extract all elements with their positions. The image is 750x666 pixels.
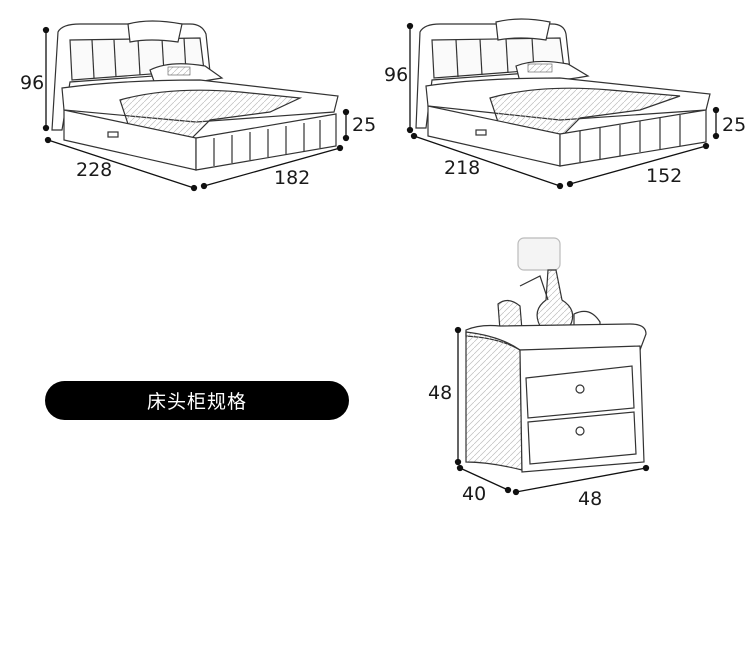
bed-large-dimension-lines: [42, 26, 350, 192]
nightstand-dimension-lines: [454, 326, 650, 496]
nightstand-spec-label: 床头柜规格: [45, 381, 349, 420]
bed-small-base-height-label: 25: [722, 114, 747, 136]
bed-small-length-label: 218: [444, 157, 481, 179]
nightstand-depth-label: 40: [462, 483, 487, 505]
bed-small-drawing: [415, 18, 711, 167]
bed-large-length-label: 228: [76, 159, 113, 181]
bed-small-width-label: 152: [646, 165, 683, 187]
bed-large-base-height-label: 25: [352, 114, 377, 136]
bed-large-height-label: 96: [20, 72, 45, 94]
nightstand-width-label: 48: [578, 488, 603, 510]
bed-large-drawing: [51, 20, 339, 171]
bed-large-width-label: 182: [274, 167, 311, 189]
nightstand-height-label: 48: [428, 382, 453, 404]
bed-small-height-label: 96: [384, 64, 409, 86]
bed-small-dimension-lines: [406, 22, 720, 190]
nightstand-drawing: [465, 237, 647, 473]
